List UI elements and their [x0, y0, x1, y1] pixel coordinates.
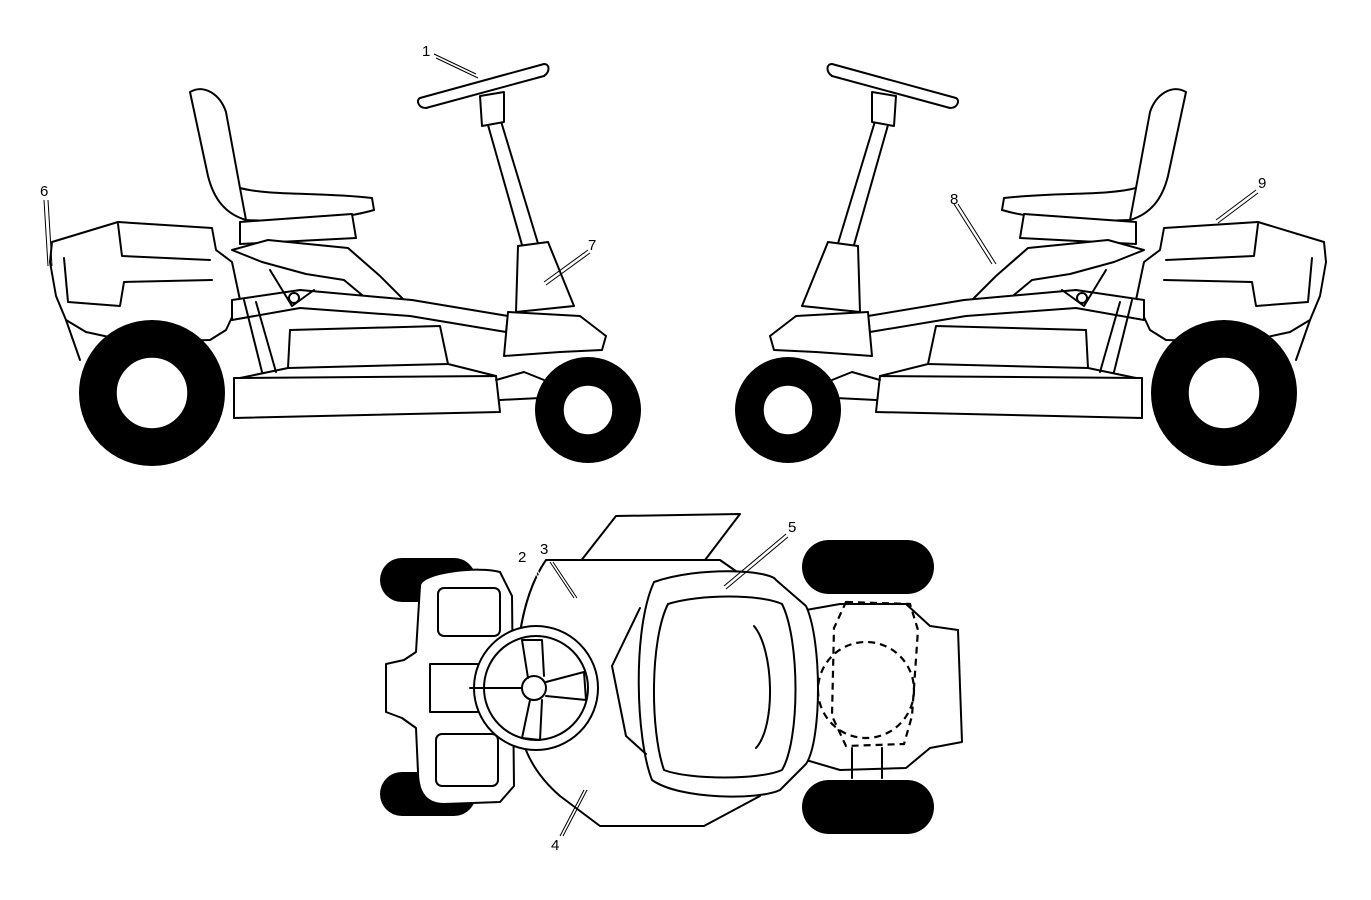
callout-7: 7: [588, 237, 596, 254]
leader-8: [953, 203, 997, 265]
callout-8: 8: [950, 191, 958, 208]
leader-5: [723, 533, 789, 590]
callout-4: 4: [551, 837, 559, 854]
steering-wheel: [826, 63, 959, 109]
callout-5: 5: [788, 519, 796, 536]
leader-9: [1215, 189, 1259, 224]
steering-column: [835, 117, 891, 253]
mower-deck: [875, 375, 1143, 419]
seat: [1001, 88, 1187, 222]
steering-column: [485, 117, 541, 253]
mower-top-view: [380, 513, 963, 834]
callout-3: 3: [540, 541, 548, 558]
frame-rail: [867, 289, 1145, 333]
callout-6: 6: [40, 183, 48, 200]
callout-leaders: [43, 53, 1259, 837]
footrest: [503, 311, 607, 357]
leader-7: [543, 249, 591, 286]
top-rear-wheel-lower: [802, 780, 934, 834]
engine-area: [805, 603, 963, 771]
callout-2: 2: [518, 549, 526, 566]
leader-1: [433, 53, 479, 79]
leader-4: [559, 789, 588, 837]
dash-tower: [515, 241, 575, 313]
top-rear-wheel-upper: [802, 540, 934, 594]
callout-numbers: 1 2 3 4 5 6 7 8 9: [40, 43, 1266, 854]
callout-9: 9: [1258, 175, 1266, 192]
leader-2: [531, 565, 560, 613]
side-chute: [579, 513, 741, 565]
mower-right-side-view: [735, 63, 1327, 466]
frame-rail: [231, 289, 509, 333]
leader-3: [549, 561, 578, 599]
callout-1: 1: [422, 43, 430, 60]
steering-wheel: [417, 63, 550, 109]
dash-tower: [801, 241, 861, 313]
leader-6: [43, 199, 53, 267]
mower-deck: [233, 375, 501, 419]
mower-left-side-view: [49, 63, 641, 466]
seat: [189, 88, 375, 222]
footrest: [769, 311, 873, 357]
